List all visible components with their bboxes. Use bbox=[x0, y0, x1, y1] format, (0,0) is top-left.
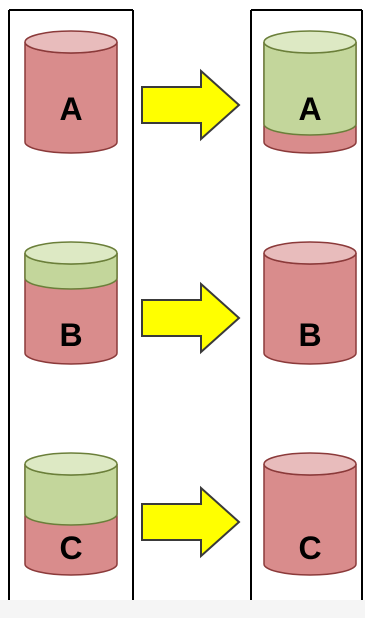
cylinder-after-c: C bbox=[263, 452, 357, 576]
cylinder-top bbox=[263, 452, 357, 476]
right-arrow-icon bbox=[141, 485, 241, 559]
cylinder-top bbox=[24, 452, 118, 476]
cylinder-label: C bbox=[59, 530, 82, 566]
cylinder-before-a: A bbox=[24, 30, 118, 154]
cylinder-top bbox=[24, 30, 118, 54]
right-arrow-icon bbox=[141, 68, 241, 142]
cylinder-after-a: A bbox=[263, 30, 357, 154]
bottom-strip bbox=[0, 600, 365, 618]
before-cylinders: A B C bbox=[24, 30, 118, 576]
cylinder-top bbox=[263, 241, 357, 265]
cylinder-label: B bbox=[59, 317, 82, 353]
cylinder-label: A bbox=[59, 91, 82, 127]
after-cylinders: A B C bbox=[263, 30, 357, 576]
cylinder-label: A bbox=[298, 91, 321, 127]
cylinder-before-c: C bbox=[24, 452, 118, 576]
cylinder-top bbox=[263, 30, 357, 54]
cylinder-before-b: B bbox=[24, 241, 118, 365]
right-arrow-icon bbox=[141, 281, 241, 355]
arrows bbox=[141, 68, 241, 559]
cylinder-label: C bbox=[298, 530, 321, 566]
cylinder-top bbox=[24, 241, 118, 265]
cylinder-after-b: B bbox=[263, 241, 357, 365]
cylinder-label: B bbox=[298, 317, 321, 353]
